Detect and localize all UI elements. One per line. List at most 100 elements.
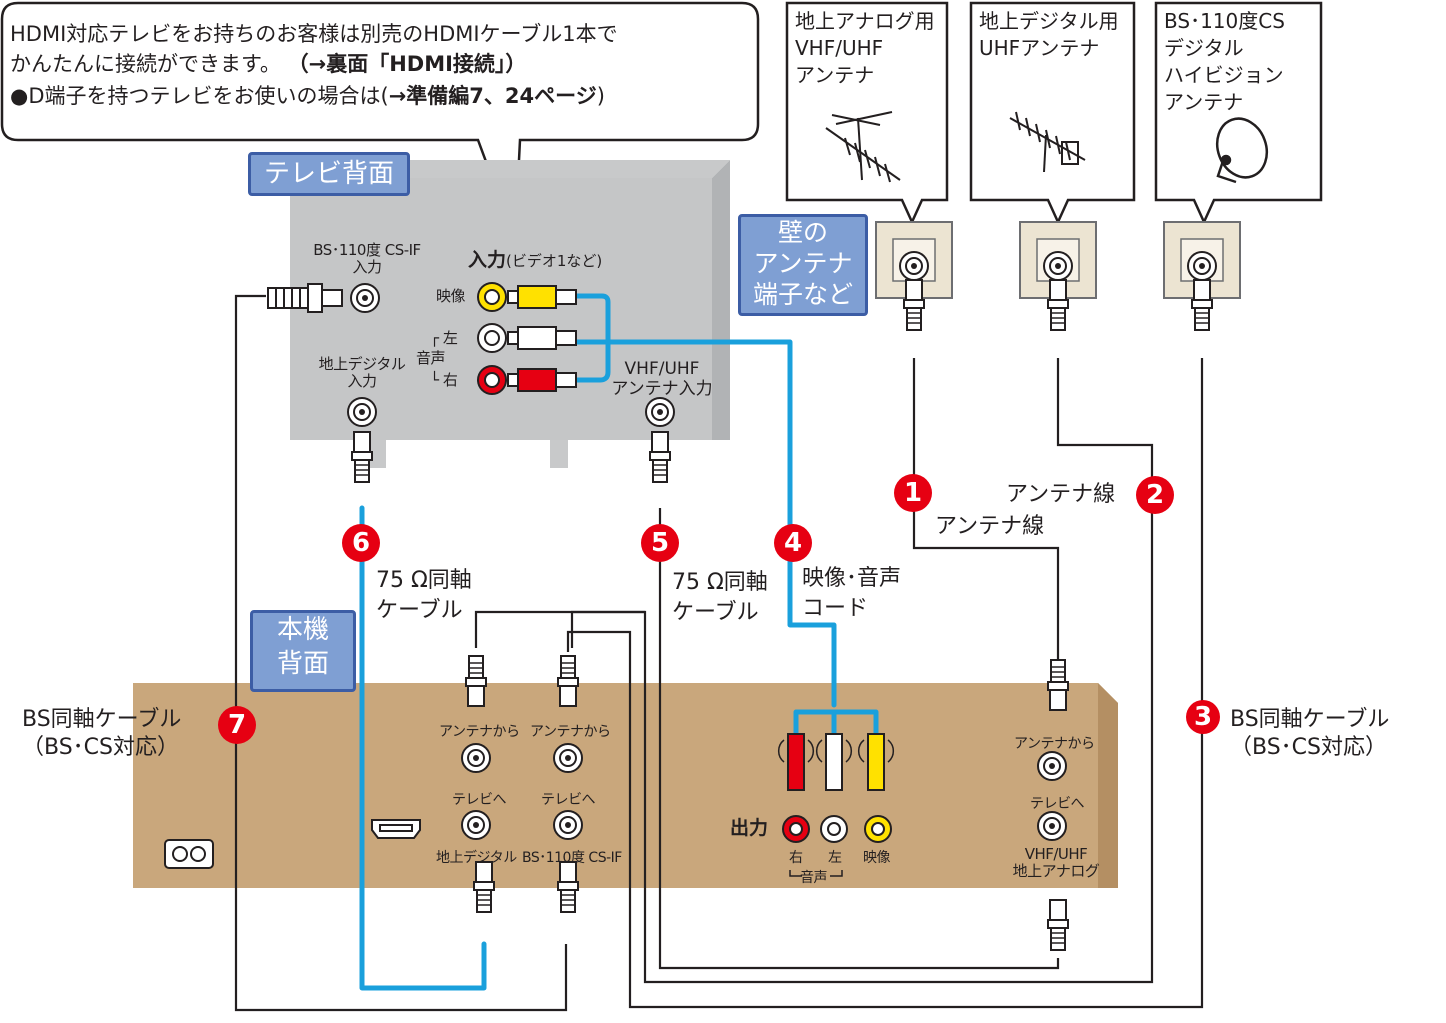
cable-label-3: BS同軸ケーブル（BS･CS対応） [1230,707,1390,760]
cable-6-path [359,505,487,991]
antenna-box-analog [785,1,949,226]
cable-label-5: 75 Ω同軸ケーブル [672,570,768,625]
tv-vhf-uhf-jack [645,397,675,427]
tv-bs-in-plug [267,283,343,313]
tv-audio-label: 音声 [416,349,446,367]
cable-badge-4: 4 [774,524,812,562]
note-line2a: かんたんに接続ができます。 [10,52,281,76]
cable-4-video [572,293,611,383]
unit-bs-in-label: アンテナから [530,724,611,740]
unit-dig-in-jack [461,743,491,773]
plug-unit-bs-in [557,655,579,707]
unit-out-left-label: 左 [828,850,842,866]
note-line3a: ●D端子を持つテレビをお使いの場合は( [10,84,389,108]
plug-wall-3 [1191,279,1213,331]
unit-out-video-jack [864,815,892,843]
tv-left-jack [477,323,507,353]
rca-plug-video [507,285,577,309]
vhf-antenna-icon [825,111,901,183]
unit-analog-in-label: アンテナから [1014,736,1095,752]
unit-bs-in-jack [553,743,583,773]
plug-unit-dig-in [465,655,487,707]
unit-out-audio-label: 音声 [800,870,828,886]
unit-analog-out-jack [1037,811,1067,841]
unit-rca-plugs [777,733,895,791]
tv-left-label: ┌ 左 [430,329,458,347]
cable-5-path [658,508,1060,970]
power-inlet-icon [164,839,214,869]
cable-label-6: 75 Ω同軸ケーブル [376,568,472,623]
unit-back-panel [133,683,1118,888]
cable-badge-5: 5 [641,524,679,562]
unit-bs-out-label: テレビへ [541,792,596,808]
note-page-ref: →準備編7、24ページ [388,84,597,108]
plug-wall-1 [903,279,925,331]
audio-bracket [789,870,843,877]
tv-terr-digital-jack [347,397,377,427]
note-hdmi-link: （→裏面「HDMI接続」） [287,52,527,76]
cable-3-path [566,358,1204,1009]
cable-badge-2: 2 [1136,476,1174,514]
unit-out-right-label: 右 [789,850,803,866]
rca-plug-right [507,368,577,392]
cable-1-path [912,358,1060,660]
cable-label-7: BS同軸ケーブル（BS･CS対応） [22,707,182,760]
rca-plug-left [507,326,577,350]
cable-label-1: アンテナ線 [935,514,1045,539]
unit-back-tag: 本機背面 [250,610,356,692]
wall-terminal-tag: 壁のアンテナ端子など [738,214,868,316]
unit-dig-out-label: テレビへ [452,792,507,808]
unit-out-video-label: 映像 [863,850,891,866]
unit-bs-out-jack [553,810,583,840]
cable-badge-7: 7 [218,706,256,744]
unit-output-label: 出力 [730,817,769,839]
plug-tv-vhf [649,431,671,483]
bs-dish-icon [1215,117,1269,184]
cable-badge-6: 6 [342,524,380,562]
unit-out-right-jack [782,815,810,843]
unit-dig-out-jack [461,810,491,840]
hdmi-port-icon [371,819,421,839]
cable-badge-3: 3 [1186,700,1220,734]
antenna-box-digital [969,1,1136,226]
tv-terr-digital-label: 地上デジタル入力 [318,355,406,391]
tv-video-label: 映像 [436,287,466,305]
note-line1: HDMI対応テレビをお持ちのお客様は別売のHDMIケーブル1本で [10,22,618,46]
tv-input-title: 入力(ビデオ1など) [468,249,603,271]
cable-4-path [572,339,837,708]
note-line2: かんたんに接続ができます。 （→裏面「HDMI接続」） [10,52,526,76]
plug-tv-terr [351,431,373,483]
tv-right-label: └ 右 [430,371,458,389]
cable-label-2: アンテナ線 [1006,482,1116,507]
cable-badge-1: 1 [894,474,932,512]
note-line3: ●D端子を持つテレビをお使いの場合は(→準備編7、24ページ) [10,84,605,108]
unit-dig-in-label: アンテナから [439,724,520,740]
cable-antenna-to-unit [474,610,645,648]
plug-unit-dig-out [473,861,495,913]
tv-video-jack [477,282,507,312]
cable-4-branches [793,709,879,738]
uhf-antenna-icon [1009,111,1086,173]
tv-back-tag: テレビ背面 [248,152,410,196]
tv-right-jack [477,365,507,395]
unit-bs-cs-if-label: BS･110度 CS-IF [522,850,622,866]
unit-terr-digital-label: 地上デジタル [436,850,517,866]
antenna-box-bs [1154,1,1323,226]
unit-analog-in-jack [1037,751,1067,781]
plug-wall-2 [1047,279,1069,331]
plug-unit-bs-out [557,861,579,913]
cable-label-4: 映像･音声コード [802,566,902,621]
plug-unit-analog-in [1047,659,1069,711]
unit-analog-out-label: テレビへ [1030,796,1085,812]
plug-unit-analog-out [1047,899,1069,951]
cable-7-path [234,294,568,1012]
note-line3c: ) [596,84,605,108]
tv-bs-in-jack [350,283,380,313]
